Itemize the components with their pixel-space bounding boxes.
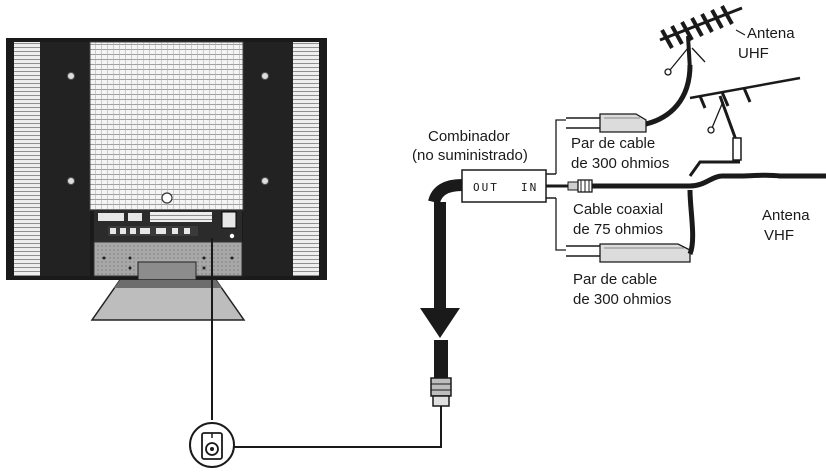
down-arrow-icon [420, 179, 463, 338]
antenna-vhf-label-line2: VHF [764, 227, 794, 244]
screw-icon [67, 72, 269, 185]
pair-cable-lower-line2: de 300 ohmios [573, 291, 672, 308]
coax-label-line1: Cable coaxial [573, 201, 664, 218]
antenna-vhf-label-line1: Antena [762, 207, 810, 224]
upper-pair-cable [566, 64, 693, 133]
vhf-antenna-icon [689, 76, 801, 161]
coax-label-line2: de 75 ohmios [573, 221, 664, 238]
tv-antenna-cable [211, 238, 442, 448]
combiner-label-line2: (no suministrado) [412, 147, 528, 164]
antenna-uhf-label-line1: Antena [747, 25, 795, 42]
antenna-jack-icon [189, 422, 235, 468]
coax-cable [567, 160, 826, 193]
coax-plug-icon [430, 340, 452, 407]
pair-cable-lower-line1: Par de cable [573, 271, 658, 288]
lower-pair-cable [566, 189, 696, 263]
combiner-out-label: OUT [473, 181, 499, 194]
pair-cable-upper-line1: Par de cable [571, 135, 656, 152]
combiner-label-line1: Combinador [428, 128, 510, 145]
pair-cable-upper-line2: de 300 ohmios [571, 155, 670, 172]
combiner-box [461, 119, 568, 251]
uhf-antenna-icon [659, 5, 743, 76]
tv-rear-panel [6, 38, 327, 321]
combiner-in-label: IN [521, 181, 539, 194]
antenna-uhf-label-line2: UHF [738, 45, 769, 62]
label-leaders [735, 29, 746, 36]
